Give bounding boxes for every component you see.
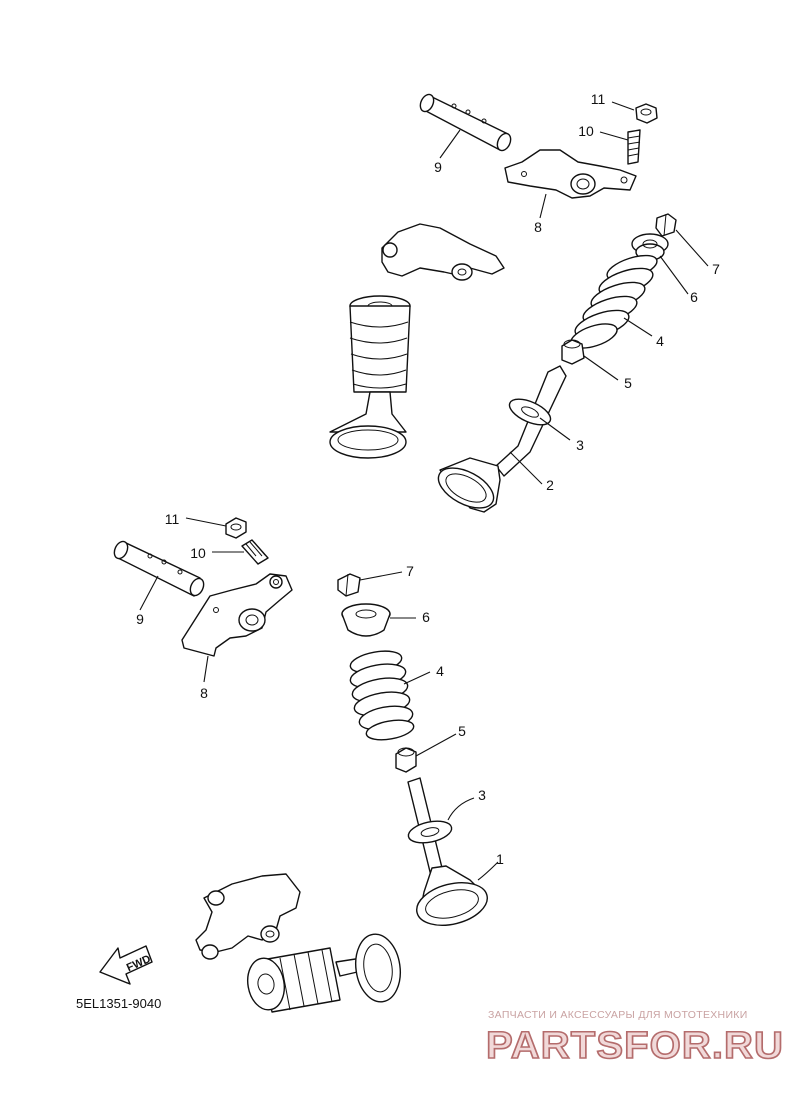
- callout-11: 11: [165, 511, 180, 527]
- callout-3: 3: [478, 787, 486, 803]
- rocker-arm-part: [181, 573, 293, 657]
- diagram-part-code: 5EL1351-9040: [76, 996, 161, 1011]
- callout-3: 3: [576, 437, 584, 453]
- callout-5: 5: [458, 723, 466, 739]
- valve-spring-part: [349, 650, 415, 741]
- intake-valve-part: [407, 777, 488, 926]
- callout-2: 2: [546, 477, 554, 493]
- forward-arrow-icon: FWD: [99, 945, 153, 985]
- callout-6: 6: [690, 289, 698, 305]
- callout-10: 10: [190, 545, 206, 561]
- valve-assembled: [329, 295, 411, 459]
- nut-part: [635, 103, 658, 124]
- watermark-brand: PARTSFOR.RU: [486, 1025, 784, 1067]
- rocker-arm-assembled: [195, 873, 301, 960]
- rocker-arm-assembled: [381, 223, 505, 281]
- callout-8: 8: [200, 685, 208, 701]
- exhaust-valve-part: [437, 365, 567, 513]
- callout-1: 1: [496, 851, 504, 867]
- callout-4: 4: [436, 663, 444, 679]
- callout-6: 6: [422, 609, 430, 625]
- rocker-shaft-part: [113, 540, 205, 597]
- adjusting-screw-part: [241, 539, 269, 565]
- callout-5: 5: [624, 375, 632, 391]
- callout-7: 7: [712, 261, 720, 277]
- rocker-shaft-part: [419, 93, 512, 152]
- spring-retainer-part: [341, 603, 391, 637]
- valve-stem-seal-part: [561, 339, 585, 365]
- valve-stem-seal-part: [395, 747, 417, 773]
- callout-11: 11: [591, 91, 606, 107]
- valve-cotter-part: [655, 213, 677, 237]
- callout-8: 8: [534, 219, 542, 235]
- valve-cotter-part: [337, 573, 361, 597]
- watermark-tagline: ЗАПЧАСТИ И АКСЕССУАРЫ ДЛЯ МОТОТЕХНИКИ: [488, 1009, 748, 1021]
- nut-part: [225, 517, 247, 539]
- valve-assembled: [247, 933, 401, 1013]
- rocker-arm-part: [504, 149, 637, 199]
- callout-10: 10: [578, 123, 594, 139]
- valve-spring-part: [570, 254, 658, 349]
- adjusting-screw-part: [627, 129, 641, 165]
- callout-7: 7: [406, 563, 414, 579]
- callout-9: 9: [136, 611, 144, 627]
- callout-4: 4: [656, 333, 664, 349]
- callout-9: 9: [434, 159, 442, 175]
